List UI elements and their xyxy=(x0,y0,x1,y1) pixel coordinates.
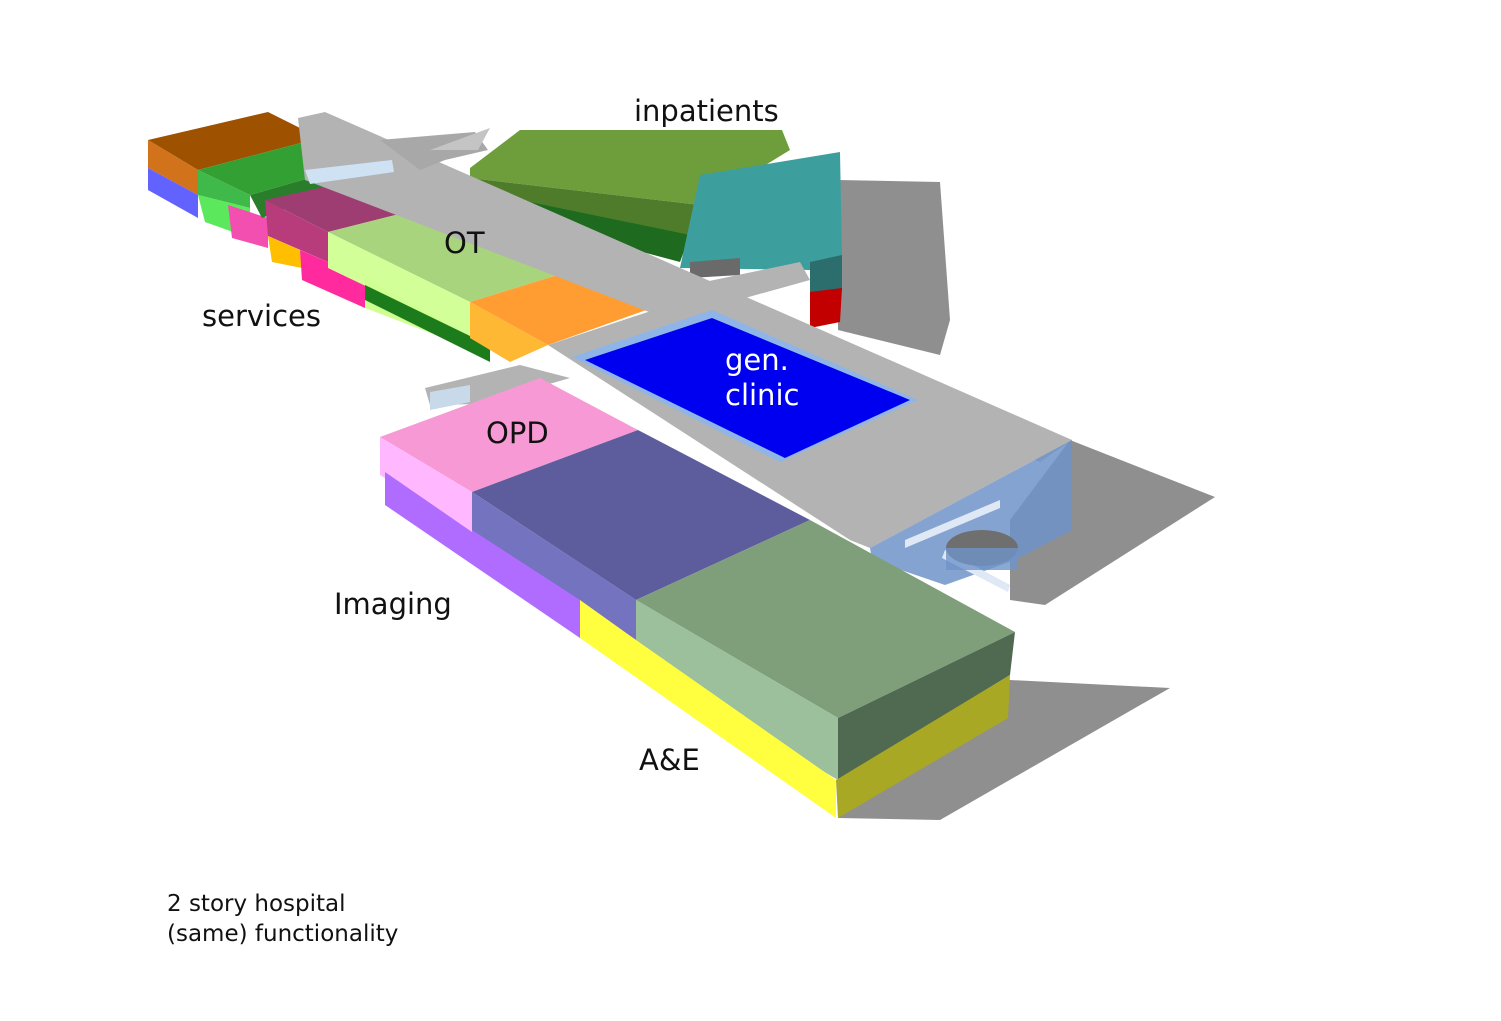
glass-connector xyxy=(870,440,1072,592)
gen-clinic-courtyard xyxy=(572,310,918,462)
label-gen-clinic-line2: clinic xyxy=(725,378,799,412)
caption-line-2: (same) functionality xyxy=(167,921,398,947)
label-imaging: Imaging xyxy=(334,587,452,621)
inpatients-block xyxy=(470,130,842,328)
label-services: services xyxy=(202,299,321,333)
caption: 2 story hospital (same) functionality xyxy=(167,891,398,947)
label-ae: A&E xyxy=(639,743,700,777)
cast-shadows xyxy=(838,180,1215,820)
label-inpatients: inpatients xyxy=(634,94,779,128)
zone-labels: inpatients OT services gen. clinic OPD I… xyxy=(202,94,799,777)
label-opd: OPD xyxy=(486,416,549,450)
label-ot: OT xyxy=(444,226,485,260)
front-block xyxy=(380,378,1015,818)
caption-line-1: 2 story hospital xyxy=(167,891,346,917)
label-gen-clinic-line1: gen. xyxy=(725,343,789,377)
